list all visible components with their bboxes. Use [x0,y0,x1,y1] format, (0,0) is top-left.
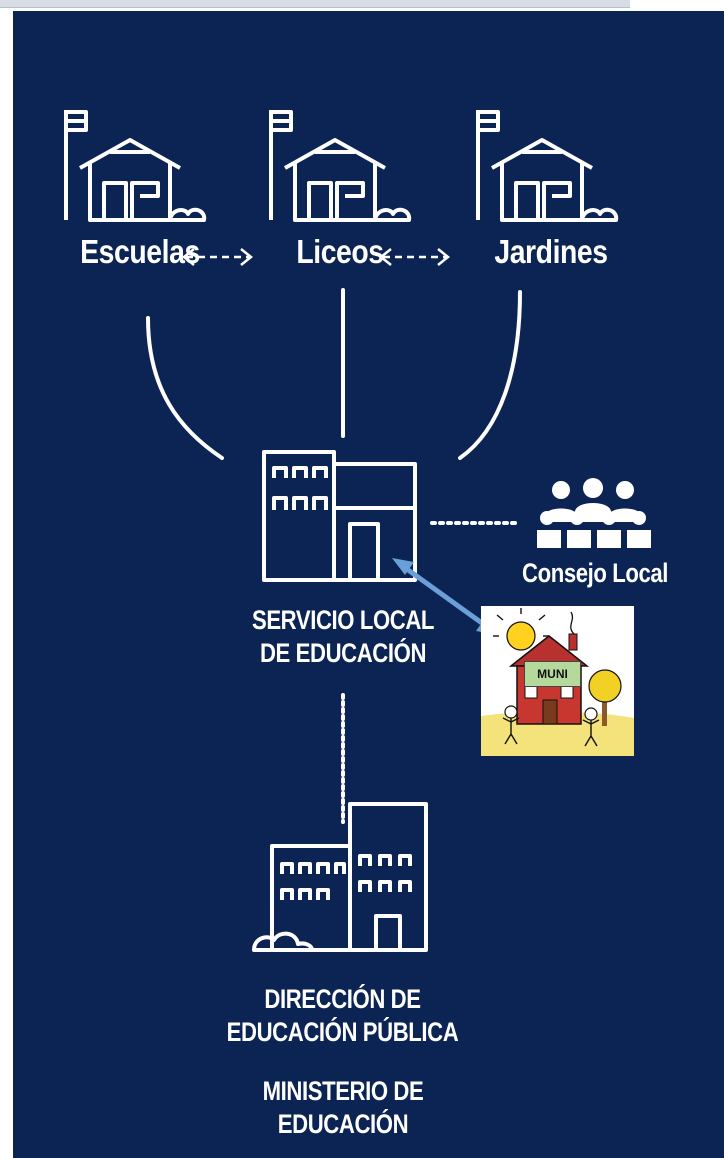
direccion-line-2: EDUCACIÓN PÚBLICA [226,1016,459,1047]
servicio-line-2: DE EDUCACIÓN [259,637,427,668]
top-border [0,0,630,8]
muni-sign: MUNI [524,661,581,687]
school-house-flag-icon [64,110,207,222]
dashed-arrow-escuelas-liceos [181,248,254,266]
node-label-escuelas: Escuelas [80,233,200,270]
servicio-line-1: SERVICIO LOCAL [251,605,435,635]
direccion-line-1: DIRECCIÓN DE [264,984,421,1014]
connector-jardines-servicio [458,290,522,460]
node-label-jardines: Jardines [494,233,608,270]
node-label-liceos: Liceos [296,233,384,270]
node-label-consejo-local: Consejo Local [522,558,668,588]
school-house-flag-icon [269,110,412,222]
node-label-servicio-local: SERVICIO LOCAL DE EDUCACIÓN [232,604,453,670]
office-building-icon [262,450,417,582]
node-label-direccion: DIRECCIÓN DE EDUCACIÓN PÚBLICA [226,983,460,1049]
school-house-flag-icon [476,110,619,222]
ministerio-line-1: MINISTERIO DE [262,1076,424,1106]
government-building-icon [252,802,428,952]
ministerio-line-2: EDUCACIÓN [277,1108,409,1139]
dashed-arrow-liceos-jardines [378,248,451,266]
node-label-ministerio: MINISTERIO DE EDUCACIÓN [232,1075,453,1141]
people-group-icon [537,478,651,548]
connector-escuelas-servicio [146,316,224,460]
